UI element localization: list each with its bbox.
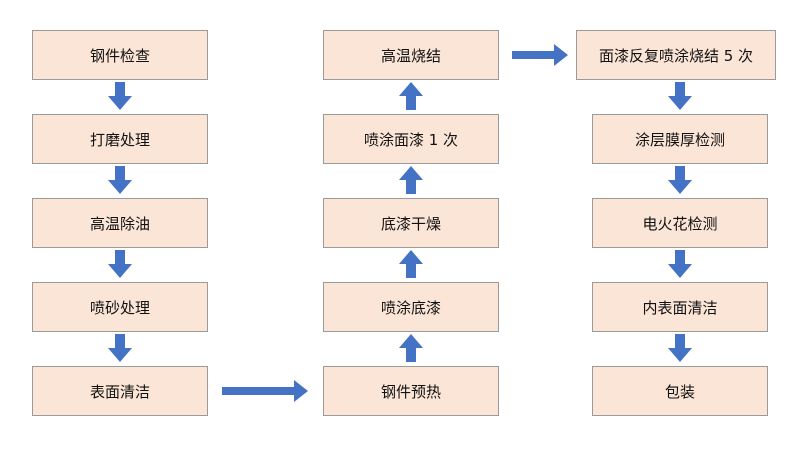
step-high-temp-sintering: 高温烧结 [323,30,499,80]
step-spark-test: 电火花检测 [592,198,768,248]
arrow-down-icon [108,334,132,362]
arrow-right-icon [512,44,568,66]
arrow-up-icon [399,166,423,194]
step-sandblasting: 喷砂处理 [32,282,208,332]
step-packaging: 包装 [592,366,768,416]
arrow-down-icon [108,82,132,110]
arrow-down-icon [668,250,692,278]
arrow-down-icon [108,166,132,194]
step-topcoat-spray-once: 喷涂面漆 1 次 [323,114,499,164]
step-topcoat-repeat: 面漆反复喷涂烧结 5 次 [576,30,776,80]
step-high-temp-degreasing: 高温除油 [32,198,208,248]
arrow-down-icon [668,166,692,194]
step-primer-spray: 喷涂底漆 [323,282,499,332]
step-primer-drying: 底漆干燥 [323,198,499,248]
arrow-up-icon [399,334,423,362]
step-grinding: 打磨处理 [32,114,208,164]
step-coating-thickness-test: 涂层膜厚检测 [592,114,768,164]
arrow-right-icon [222,380,308,402]
arrow-down-icon [108,250,132,278]
step-surface-cleaning: 表面清洁 [32,366,208,416]
arrow-down-icon [668,334,692,362]
step-steel-preheating: 钢件预热 [323,366,499,416]
step-inner-surface-cleaning: 内表面清洁 [592,282,768,332]
step-steel-inspection: 钢件检查 [32,30,208,80]
arrow-up-icon [399,82,423,110]
arrow-up-icon [399,250,423,278]
arrow-down-icon [668,82,692,110]
